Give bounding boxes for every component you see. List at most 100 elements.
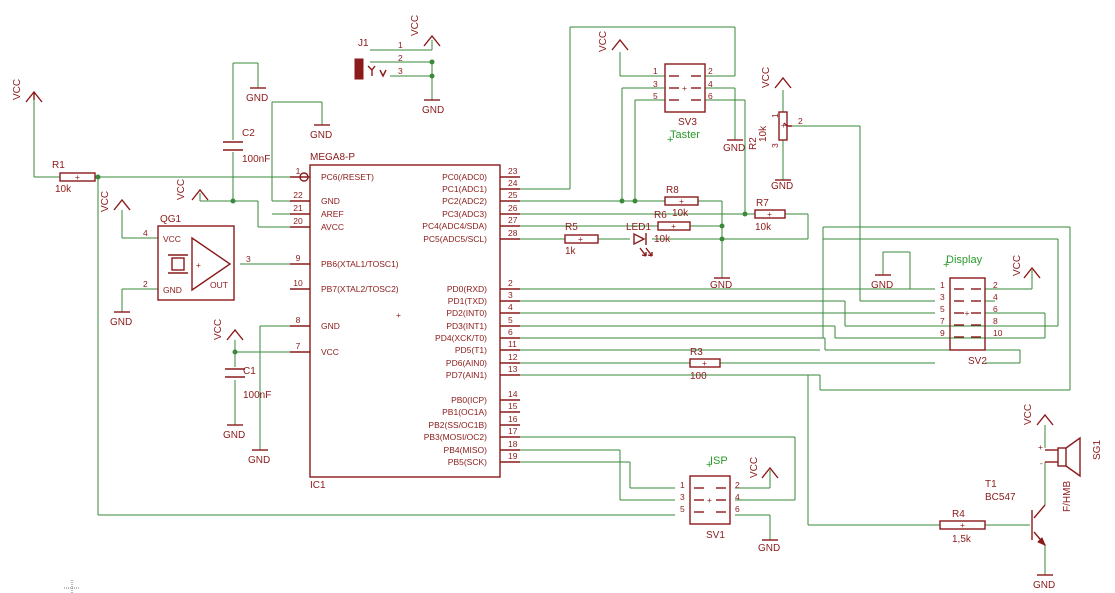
ic1-pin-name: PB7(XTAL2/TOSC2) xyxy=(321,284,399,294)
ic1-pin-name: GND xyxy=(321,321,340,331)
svg-text:VCC: VCC xyxy=(163,234,181,244)
svg-text:5: 5 xyxy=(653,91,658,101)
ic1-pin-number: 28 xyxy=(508,228,518,238)
ic1-pin-number: 12 xyxy=(508,352,518,362)
ic1-pin-name: PC2(ADC2) xyxy=(442,196,487,206)
svg-text:100nF: 100nF xyxy=(243,390,271,401)
ic1-pin-name: PD3(INT1) xyxy=(446,321,487,331)
svg-text:VCC: VCC xyxy=(598,31,609,52)
resistor-r1: + R1 10k xyxy=(52,160,96,195)
svg-text:VCC: VCC xyxy=(749,457,760,478)
svg-text:GND: GND xyxy=(723,143,745,154)
svg-text:Taster: Taster xyxy=(670,129,700,141)
ic1-pin-number: 3 xyxy=(508,290,513,300)
ic1-pin-name: VCC xyxy=(321,347,339,357)
transistor-t1: T1 BC547 xyxy=(985,479,1046,546)
ic1-pin-name: PD5(T1) xyxy=(455,345,487,355)
svg-text:100: 100 xyxy=(690,371,707,382)
ic1-pin-name: PB0(ICP) xyxy=(451,395,487,405)
ic1-pin-number: 10 xyxy=(293,278,303,288)
svg-text:C2: C2 xyxy=(242,128,255,139)
svg-text:F/HMB: F/HMB xyxy=(1062,481,1073,512)
svg-text:10: 10 xyxy=(993,328,1003,338)
svg-text:5: 5 xyxy=(680,504,685,514)
svg-text:GND: GND xyxy=(758,543,780,554)
svg-text:R7: R7 xyxy=(756,198,769,209)
svg-text:R3: R3 xyxy=(690,347,703,358)
svg-text:10k: 10k xyxy=(758,125,769,142)
svg-text:3: 3 xyxy=(940,292,945,302)
ic1-pin-name: PD4(XCK/T0) xyxy=(435,333,487,343)
svg-text:1: 1 xyxy=(770,113,780,118)
ic1-pin-number: 6 xyxy=(508,327,513,337)
ic1-pin-number: 26 xyxy=(508,203,518,213)
svg-text:VCC: VCC xyxy=(12,79,23,100)
ic1-pin-number: 22 xyxy=(293,190,303,200)
ic1-pin-name: AREF xyxy=(321,209,344,219)
svg-text:1: 1 xyxy=(680,480,685,490)
svg-text:3: 3 xyxy=(770,143,780,148)
svg-text:2: 2 xyxy=(708,66,713,76)
svg-text:SV3: SV3 xyxy=(678,117,697,128)
svg-text:+: + xyxy=(396,310,401,320)
ic1-pin-number: 8 xyxy=(296,315,301,325)
svg-text:SG1: SG1 xyxy=(1092,440,1103,460)
svg-text:R4: R4 xyxy=(952,509,965,520)
svg-text:6: 6 xyxy=(708,91,713,101)
ic1-pin-number: 9 xyxy=(296,253,301,263)
svg-text:R6: R6 xyxy=(654,210,667,221)
ic1-pin-name: PD6(AIN0) xyxy=(446,358,487,368)
svg-text:VCC: VCC xyxy=(1012,255,1023,276)
ic1-pin-number: 15 xyxy=(508,401,518,411)
ic1-pin-name: PD0(RXD) xyxy=(447,284,487,294)
svg-text:4: 4 xyxy=(143,228,148,238)
svg-text:VCC: VCC xyxy=(1023,404,1034,425)
ic1-pin-number: 4 xyxy=(508,302,513,312)
svg-text:LED1: LED1 xyxy=(626,222,651,233)
svg-text:1: 1 xyxy=(653,66,658,76)
svg-text:ISP: ISP xyxy=(710,455,728,467)
svg-text:2: 2 xyxy=(143,279,148,289)
connector-origin: + xyxy=(965,308,970,318)
svg-text:QG1: QG1 xyxy=(160,214,182,225)
connector-sv3: + 1 2 3 4 5 6 SV3 Taster + xyxy=(653,63,713,146)
svg-text:R8: R8 xyxy=(666,185,679,196)
junctions xyxy=(95,59,748,355)
ic1-pin-number: 5 xyxy=(508,315,513,325)
svg-text:7: 7 xyxy=(940,316,945,326)
gnd-symbols xyxy=(114,87,1053,576)
svg-text:SV2: SV2 xyxy=(968,356,987,367)
svg-text:100nF: 100nF xyxy=(242,154,270,165)
connector-sv1: + 1 2 3 4 5 6 SV1 ISP + xyxy=(680,455,740,541)
svg-text:BC547: BC547 xyxy=(985,492,1016,503)
connector-origin: + xyxy=(682,83,687,93)
ic1-pin-number: 27 xyxy=(508,215,518,225)
svg-text:+: + xyxy=(679,196,684,206)
svg-text:4: 4 xyxy=(708,79,713,89)
svg-text:1: 1 xyxy=(940,280,945,290)
svg-text:3: 3 xyxy=(653,79,658,89)
svg-text:GND: GND xyxy=(163,285,182,295)
ic1-pin-number: 13 xyxy=(508,364,518,374)
svg-text:J1: J1 xyxy=(358,38,369,49)
svg-text:VCC: VCC xyxy=(761,67,772,88)
svg-text:3: 3 xyxy=(680,492,685,502)
origin-mark xyxy=(64,580,80,593)
ic1-pin-name: PB3(MOSI/OC2) xyxy=(424,432,487,442)
svg-text:+: + xyxy=(671,221,676,231)
svg-text:10k: 10k xyxy=(755,222,772,233)
svg-text:10k: 10k xyxy=(654,234,671,245)
